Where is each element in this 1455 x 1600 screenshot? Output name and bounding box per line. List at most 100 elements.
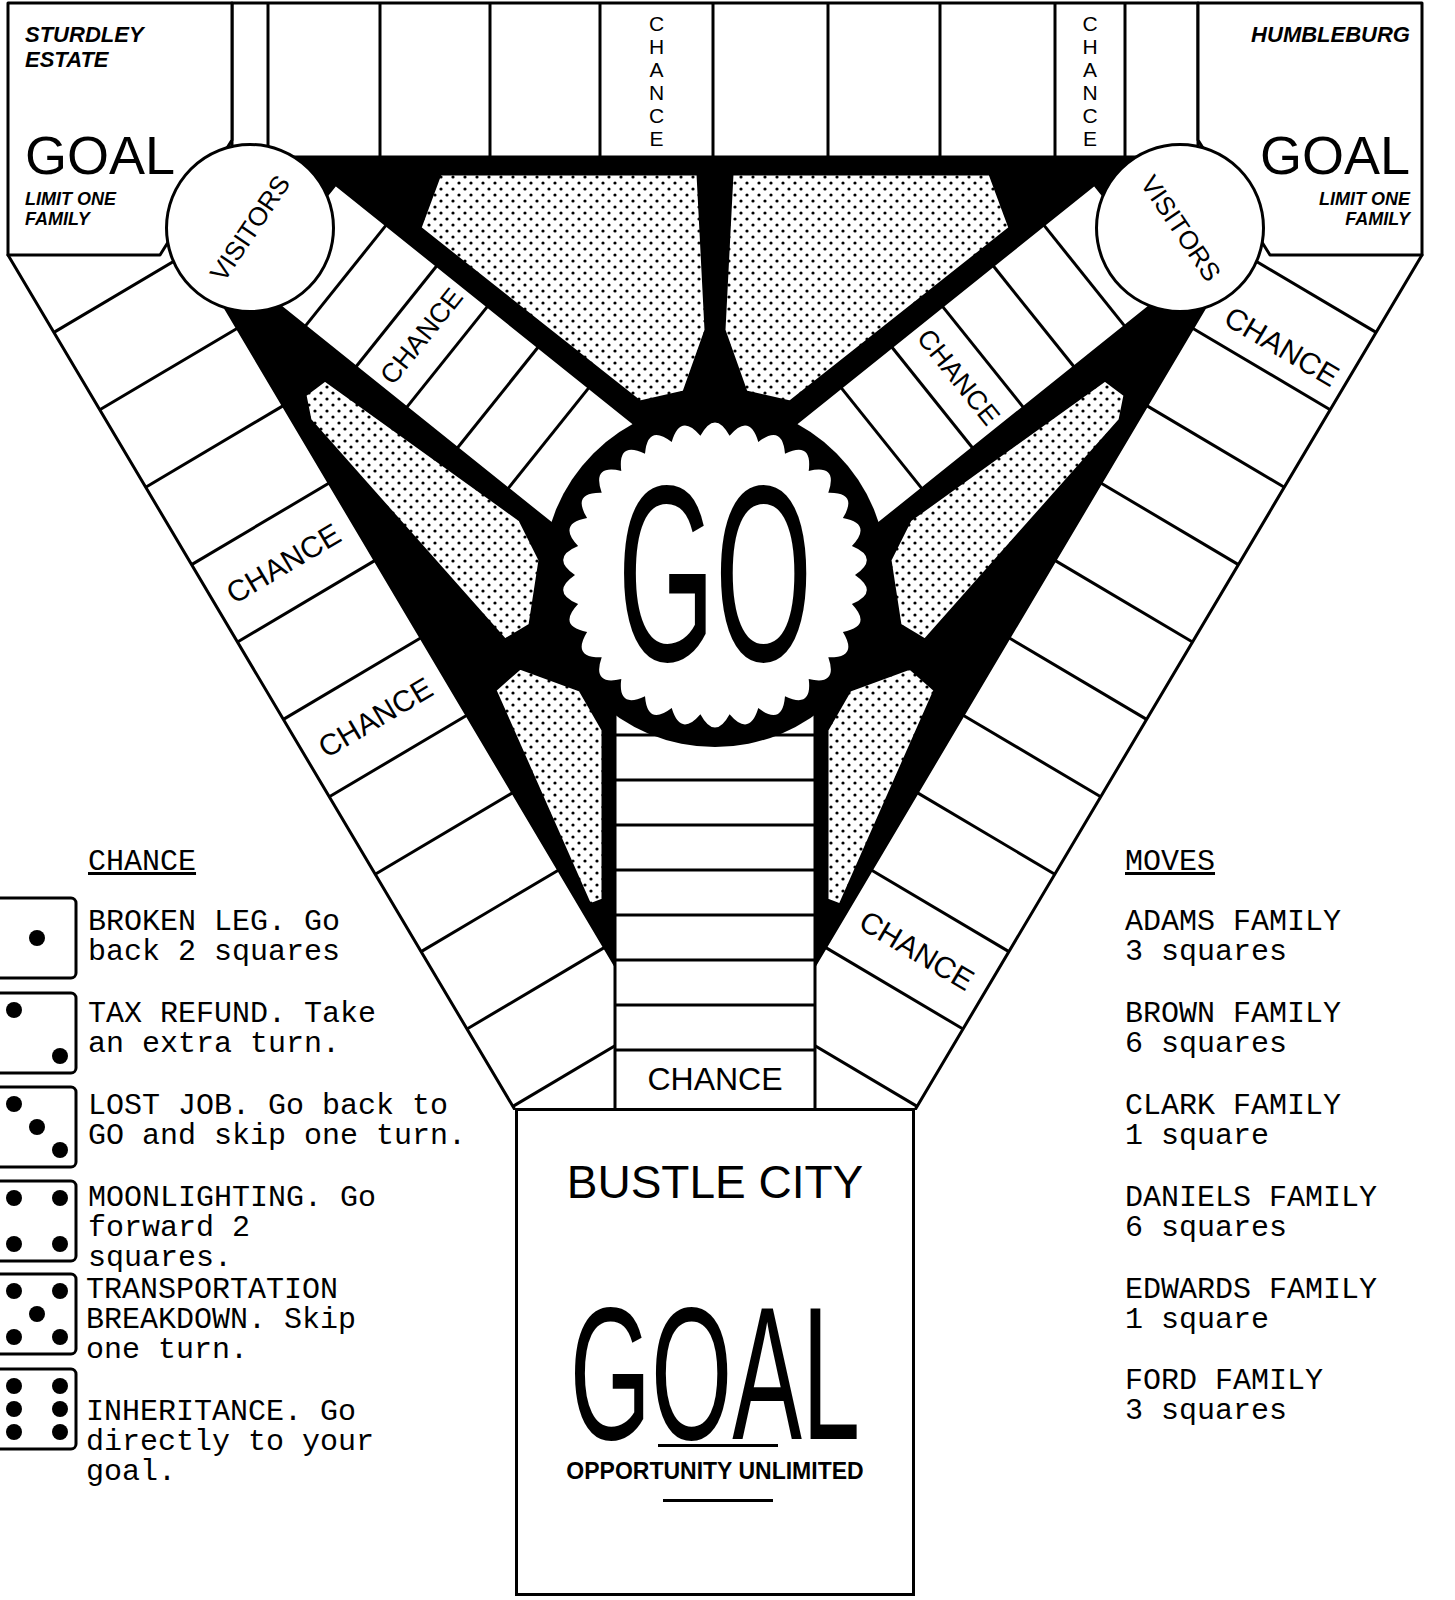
die-pip [52,1401,68,1417]
die-face [0,1087,76,1167]
track-square-line [917,793,1055,875]
track-square-line [615,869,815,872]
go-ring [543,403,887,747]
chance-square: CHANCE [617,1052,813,1108]
visitors-label: VISITORS [203,169,296,287]
goal-note: LIMIT ONE FAMILY [25,190,155,230]
track-square-line [1124,3,1127,157]
die-pip [29,1119,45,1135]
track-square-line [379,3,382,157]
track-square-line [615,1004,815,1007]
visitors-circle: VISITORS [1095,143,1265,313]
chance-label: CHANCE [220,516,346,609]
table-entry: 6 squares [1125,1029,1287,1059]
track-square-line [615,824,815,827]
track-strip [615,690,815,1110]
die-pip [52,1283,68,1299]
go-burst [563,422,867,727]
track-square-line [467,947,605,1029]
track-square-line [712,3,715,157]
outer-track [8,173,615,1110]
table-heading: CHANCE [88,847,196,877]
go-circle: GO [565,425,865,725]
table-entry: TAX REFUND. Take an extra turn. [88,999,398,1059]
die-face [0,993,76,1073]
chance-label: CHANCE [910,323,1004,431]
table-entry: DANIELS FAMILY [1125,1183,1377,1213]
table-heading: MOVES [1125,847,1215,877]
chance-square: CHANCE [602,8,711,154]
table-entry: CLARK FAMILY [1125,1091,1341,1121]
chance-square: CHANCE [1057,8,1123,154]
chance-label: CHANCE [646,12,667,151]
go-label: GO [618,450,812,700]
track-square-line [1147,406,1285,488]
table-entry: LOST JOB. Go back to GO and skip one tur… [88,1091,478,1151]
die-face [0,1181,76,1261]
die-pip [6,1329,22,1345]
track-square-line [146,406,284,488]
top-track [232,3,1198,157]
table-entry: INHERITANCE. Go directly to your goal. [86,1397,396,1487]
die-pip [6,1096,22,1112]
track-square-line [615,1049,815,1052]
die-pip [52,1329,68,1345]
underline [663,1499,773,1502]
track-square-line [375,793,513,875]
die-pip [52,1378,68,1394]
table-entry: 3 squares [1125,937,1287,967]
chance-label: CHANCE [647,1062,782,1097]
track-square-line [1009,638,1147,720]
track-square-line [963,715,1101,797]
chance-square: CHANCE [290,645,460,790]
chance-square: CHANCE [198,490,368,635]
die-pip [6,1002,22,1018]
track-square-line [1054,3,1057,157]
die-pip [52,1190,68,1206]
die-pip [6,1378,22,1394]
track-square-line [615,779,815,782]
table-entry: 1 square [1125,1121,1269,1151]
track-square-line [827,3,830,157]
table-entry: ADAMS FAMILY [1125,907,1341,937]
die-pip [29,1306,45,1322]
die-face [0,1274,76,1354]
chance-square: CHANCE [362,272,482,401]
table-entry: EDWARDS FAMILY [1125,1275,1377,1305]
goal-note: LIMIT ONE FAMILY [1280,190,1410,230]
track-square-line [939,3,942,157]
track-square-line [489,3,492,157]
table-entry: 1 square [1125,1305,1269,1335]
track-strip [8,173,615,1110]
track-strip [815,173,1422,1110]
die-pip [52,1048,68,1064]
track-square-line [457,347,538,448]
goal-label: GOAL [25,128,175,182]
track-square-line [1101,483,1239,565]
chance-square: CHANCE [898,313,1018,442]
die-pip [6,1401,22,1417]
visitors-label: VISITORS [1133,169,1226,287]
track-square-line [599,3,602,157]
chance-label: CHANCE [854,903,980,996]
track-square-line [615,959,815,962]
table-entry: FORD FAMILY [1125,1366,1323,1396]
chance-square: CHANCE [832,877,1002,1022]
die-pip [52,1142,68,1158]
die-pip [52,1424,68,1440]
table-entry: BROKEN LEG. Go back 2 squares [88,907,398,967]
die-pip [52,1236,68,1252]
track-strip [232,3,1198,157]
die-pip [6,1190,22,1206]
table-entry: 3 squares [1125,1396,1287,1426]
chance-label: CHANCE [375,283,469,391]
dice-column [0,898,76,1449]
goal-note: OPPORTUNITY UNLIMITED [518,1458,912,1486]
chance-label: CHANCE [312,671,438,764]
table-entry: BROWN FAMILY [1125,999,1341,1029]
center-track [615,690,815,1110]
chance-label: CHANCE [1080,12,1101,151]
visitors-circle: VISITORS [165,143,335,313]
track-square-line [815,1025,917,1107]
